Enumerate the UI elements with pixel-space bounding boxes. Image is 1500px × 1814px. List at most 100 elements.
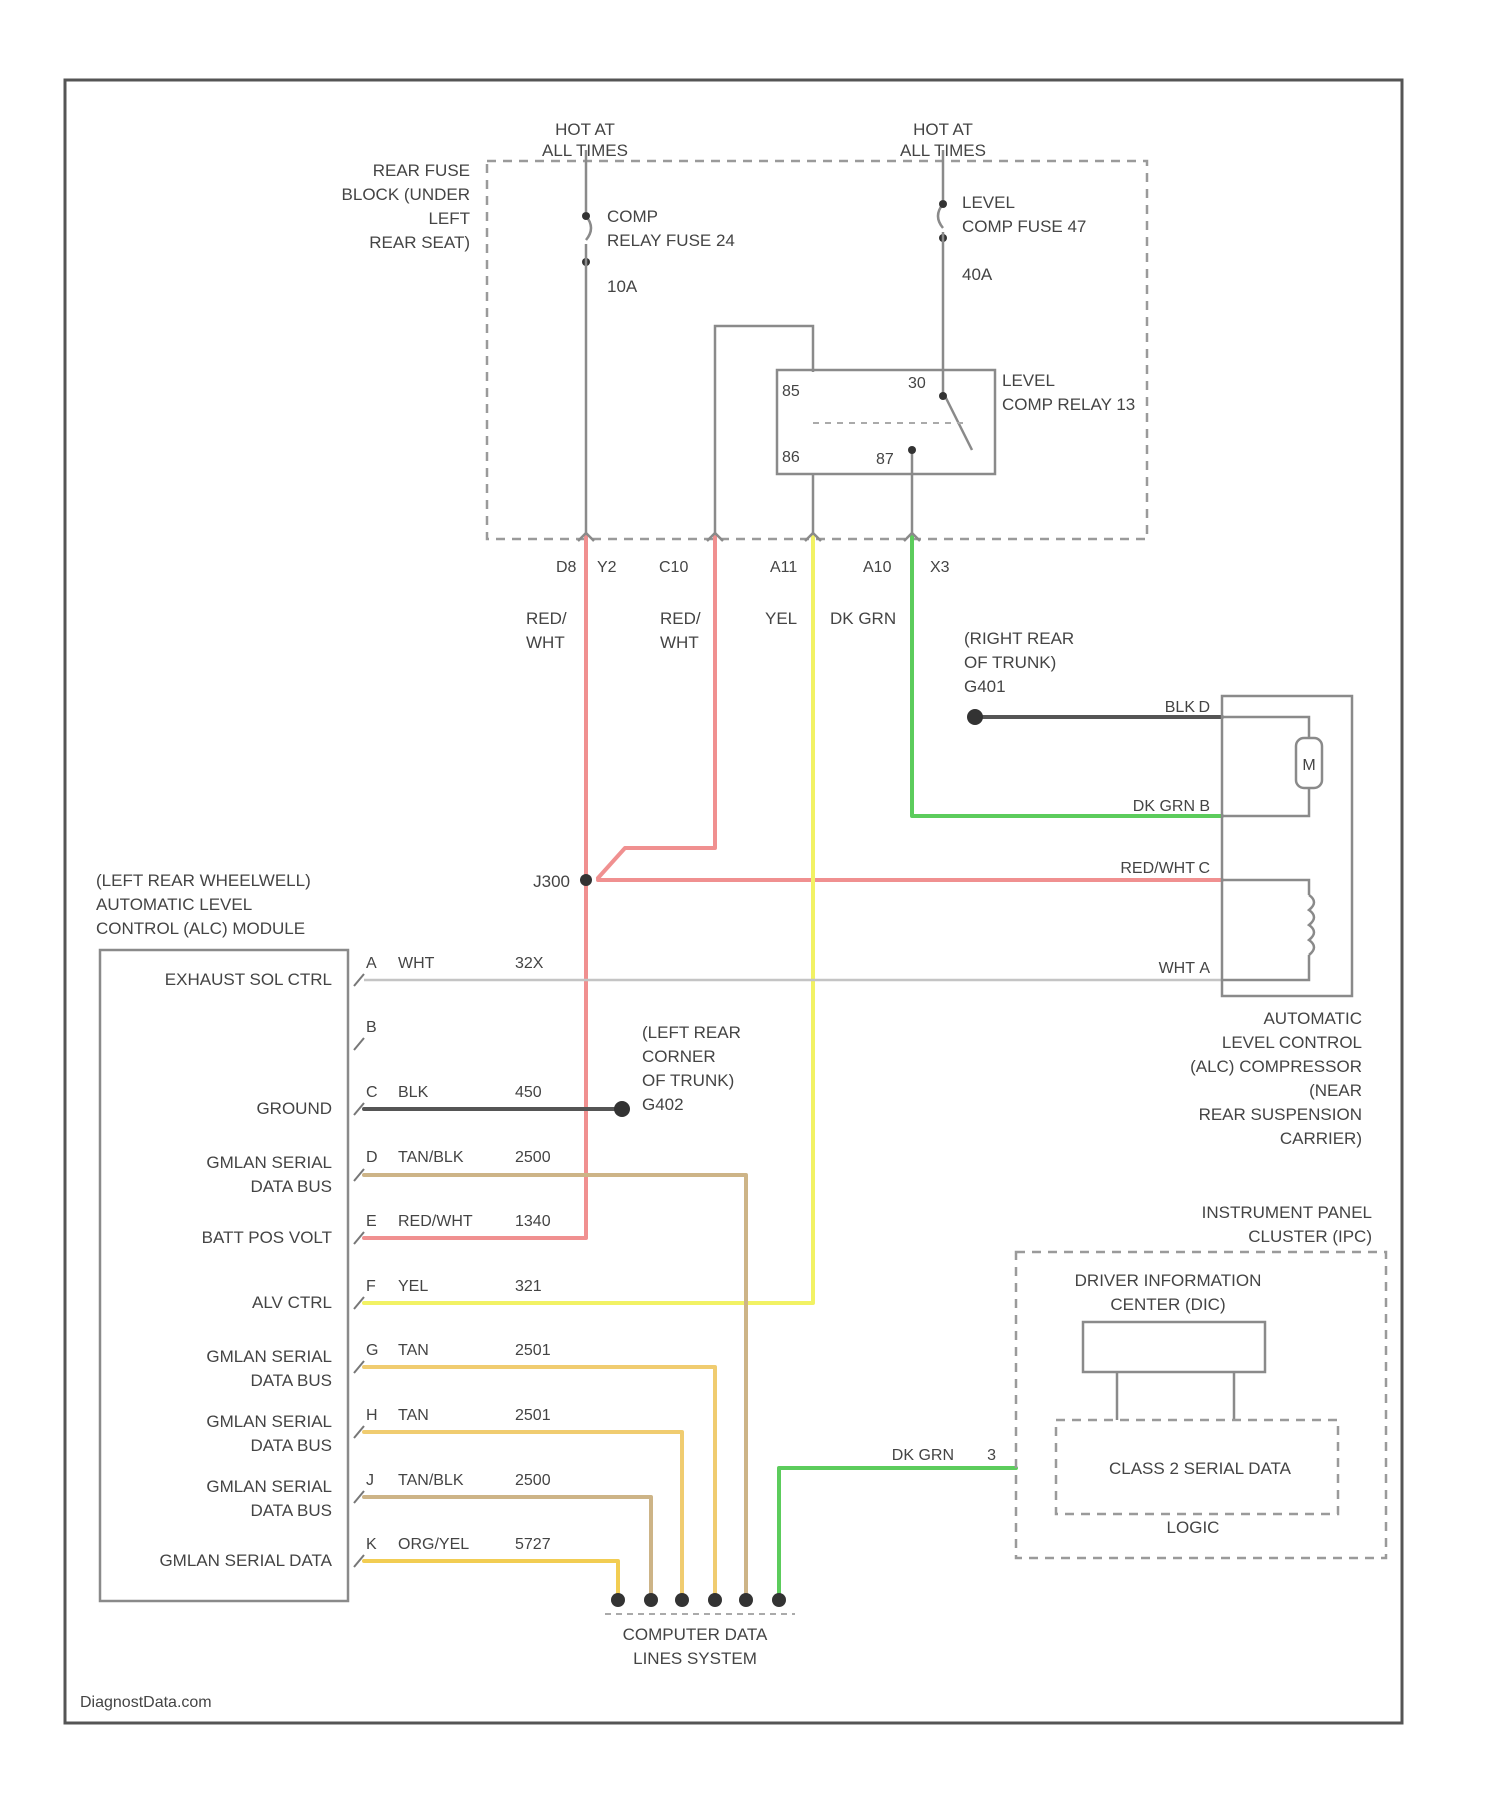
compressor-label-line: (ALC) COMPRESSOR — [1190, 1057, 1362, 1076]
wire-color-label: WHT — [526, 633, 565, 652]
compressor-label-line: LEVEL CONTROL — [1222, 1033, 1362, 1052]
module-pin-color: BLK — [398, 1084, 429, 1101]
connector-label: Y2 — [597, 559, 617, 576]
ground-left-label: (LEFT REAR — [642, 1023, 741, 1042]
dk-grn-wire-cluster — [779, 1468, 1016, 1598]
ground-right-label: OF TRUNK) — [964, 653, 1056, 672]
ground-right-label: G401 — [964, 677, 1006, 696]
dic-stem — [1117, 1372, 1234, 1420]
module-pin-name: DATA BUS — [250, 1436, 332, 1455]
module-label-line: CONTROL (ALC) MODULE — [96, 919, 305, 938]
compressor-pin-letter: C — [1198, 860, 1210, 877]
relay-pin-label: 30 — [908, 375, 926, 392]
tan-wire-h — [364, 1432, 682, 1598]
module-pin-circuit: 5727 — [515, 1536, 551, 1553]
fuse-block-line: REAR SEAT) — [369, 233, 470, 252]
cluster-wire-color: DK GRN — [892, 1447, 954, 1464]
connector-label: X3 — [930, 559, 950, 576]
module-pin-color: TAN/BLK — [398, 1149, 464, 1166]
ground-left-label: G402 — [642, 1095, 684, 1114]
module-pin-letter: D — [366, 1149, 378, 1166]
fuse1-label: RELAY FUSE 24 — [607, 231, 735, 250]
hot-label-line: HOT AT — [555, 120, 615, 139]
relay-pin-label: 86 — [782, 449, 800, 466]
alc-compressor-label: AUTOMATIC LEVEL CONTROL (ALC) COMPRESSOR… — [1190, 1009, 1362, 1148]
module-pin-letter: B — [366, 1019, 377, 1036]
module-pin-name: DATA BUS — [250, 1371, 332, 1390]
wire-color-label: RED/ — [660, 609, 701, 628]
connector-label: D8 — [556, 559, 577, 576]
module-pin-name: DATA BUS — [250, 1501, 332, 1520]
module-pin-color: YEL — [398, 1278, 428, 1295]
compressor-pin-letter: D — [1198, 699, 1210, 716]
module-pin-circuit: 2501 — [515, 1407, 551, 1424]
compressor-label-line: CARRIER) — [1280, 1129, 1362, 1148]
dk-grn-wire — [912, 537, 1222, 816]
fuse-block-line: LEFT — [428, 209, 470, 228]
compressor-pin-color: DK GRN — [1133, 798, 1195, 815]
module-pin-letter: A — [366, 955, 377, 972]
module-pin-circuit: 1340 — [515, 1213, 551, 1230]
dic-display — [1083, 1322, 1265, 1372]
fuse2-label: COMP FUSE 47 — [962, 217, 1086, 236]
compressor-solenoid-leads — [1222, 880, 1309, 980]
relay-contact-dot — [908, 446, 916, 454]
fuse-terminal — [939, 200, 947, 208]
module-pin-terminals — [354, 974, 364, 1567]
module-pin-color: TAN — [398, 1407, 429, 1424]
computer-data-lines-terminals — [611, 1593, 786, 1607]
module-pin-letter: H — [366, 1407, 378, 1424]
ground-left-label: OF TRUNK) — [642, 1071, 734, 1090]
compressor-pin-letter: B — [1199, 798, 1210, 815]
alc-module-label: (LEFT REAR WHEELWELL) AUTOMATIC LEVEL CO… — [96, 871, 311, 938]
module-pin-color: TAN — [398, 1342, 429, 1359]
module-label-line: AUTOMATIC LEVEL — [96, 895, 252, 914]
connector-label: A11 — [770, 559, 797, 576]
serial-data-label: CLASS 2 SERIAL DATA — [1109, 1459, 1292, 1478]
module-pin-name: BATT POS VOLT — [202, 1228, 332, 1247]
relay-coil-loop — [715, 326, 813, 537]
ground-g402 — [614, 1101, 630, 1117]
data-lines-label: LINES SYSTEM — [633, 1649, 757, 1668]
relay-label: LEVEL — [1002, 371, 1055, 390]
module-pin-letter: E — [366, 1213, 377, 1230]
fuse-block-line: BLOCK (UNDER — [342, 185, 470, 204]
wire-color-label: WHT — [660, 633, 699, 652]
fuse1-amp: 10A — [607, 277, 638, 296]
compressor-motor-label: M — [1302, 757, 1315, 774]
cluster-wire-pin: 3 — [987, 1447, 996, 1464]
compressor-label-line: (NEAR — [1309, 1081, 1362, 1100]
module-pin-letter: C — [366, 1084, 378, 1101]
module-pin-color: WHT — [398, 955, 435, 972]
module-pin-name: EXHAUST SOL CTRL — [165, 970, 332, 989]
module-pin-circuit: 450 — [515, 1084, 542, 1101]
rear-fuse-block-label: REAR FUSE BLOCK (UNDER LEFT REAR SEAT) — [342, 161, 470, 252]
alc-compressor-box — [1222, 696, 1352, 996]
module-pin-circuit: 321 — [515, 1278, 542, 1295]
ground-left-label: CORNER — [642, 1047, 716, 1066]
wire-color-label: RED/ — [526, 609, 567, 628]
compressor-label-line: AUTOMATIC — [1263, 1009, 1362, 1028]
watermark: DiagnostData.com — [80, 1694, 212, 1711]
connector-label: A10 — [863, 559, 892, 576]
ground-right-label: (RIGHT REAR — [964, 629, 1074, 648]
module-pin-circuit: 2500 — [515, 1149, 551, 1166]
relay-label: COMP RELAY 13 — [1002, 395, 1135, 414]
compressor-pin-letter: A — [1199, 960, 1210, 977]
module-pin-name: GMLAN SERIAL DATA — [159, 1551, 332, 1570]
compressor-label-line: REAR SUSPENSION — [1199, 1105, 1362, 1124]
compressor-pin-color: WHT — [1159, 960, 1196, 977]
module-pin-color: ORG/YEL — [398, 1536, 469, 1553]
fuse-block-line: REAR FUSE — [373, 161, 470, 180]
cluster-label: CLUSTER (IPC) — [1248, 1227, 1372, 1246]
compressor-solenoid-coil — [1309, 895, 1314, 955]
relay-pin-label: 87 — [876, 451, 894, 468]
logic-label: LOGIC — [1167, 1518, 1220, 1537]
module-pin-name: DATA BUS — [250, 1177, 332, 1196]
relay-contact-dot — [939, 392, 947, 400]
module-pin-name: ALV CTRL — [252, 1293, 332, 1312]
splice-label: J300 — [533, 872, 570, 891]
module-pin-name: GMLAN SERIAL — [206, 1347, 332, 1366]
fuse2-amp: 40A — [962, 265, 993, 284]
